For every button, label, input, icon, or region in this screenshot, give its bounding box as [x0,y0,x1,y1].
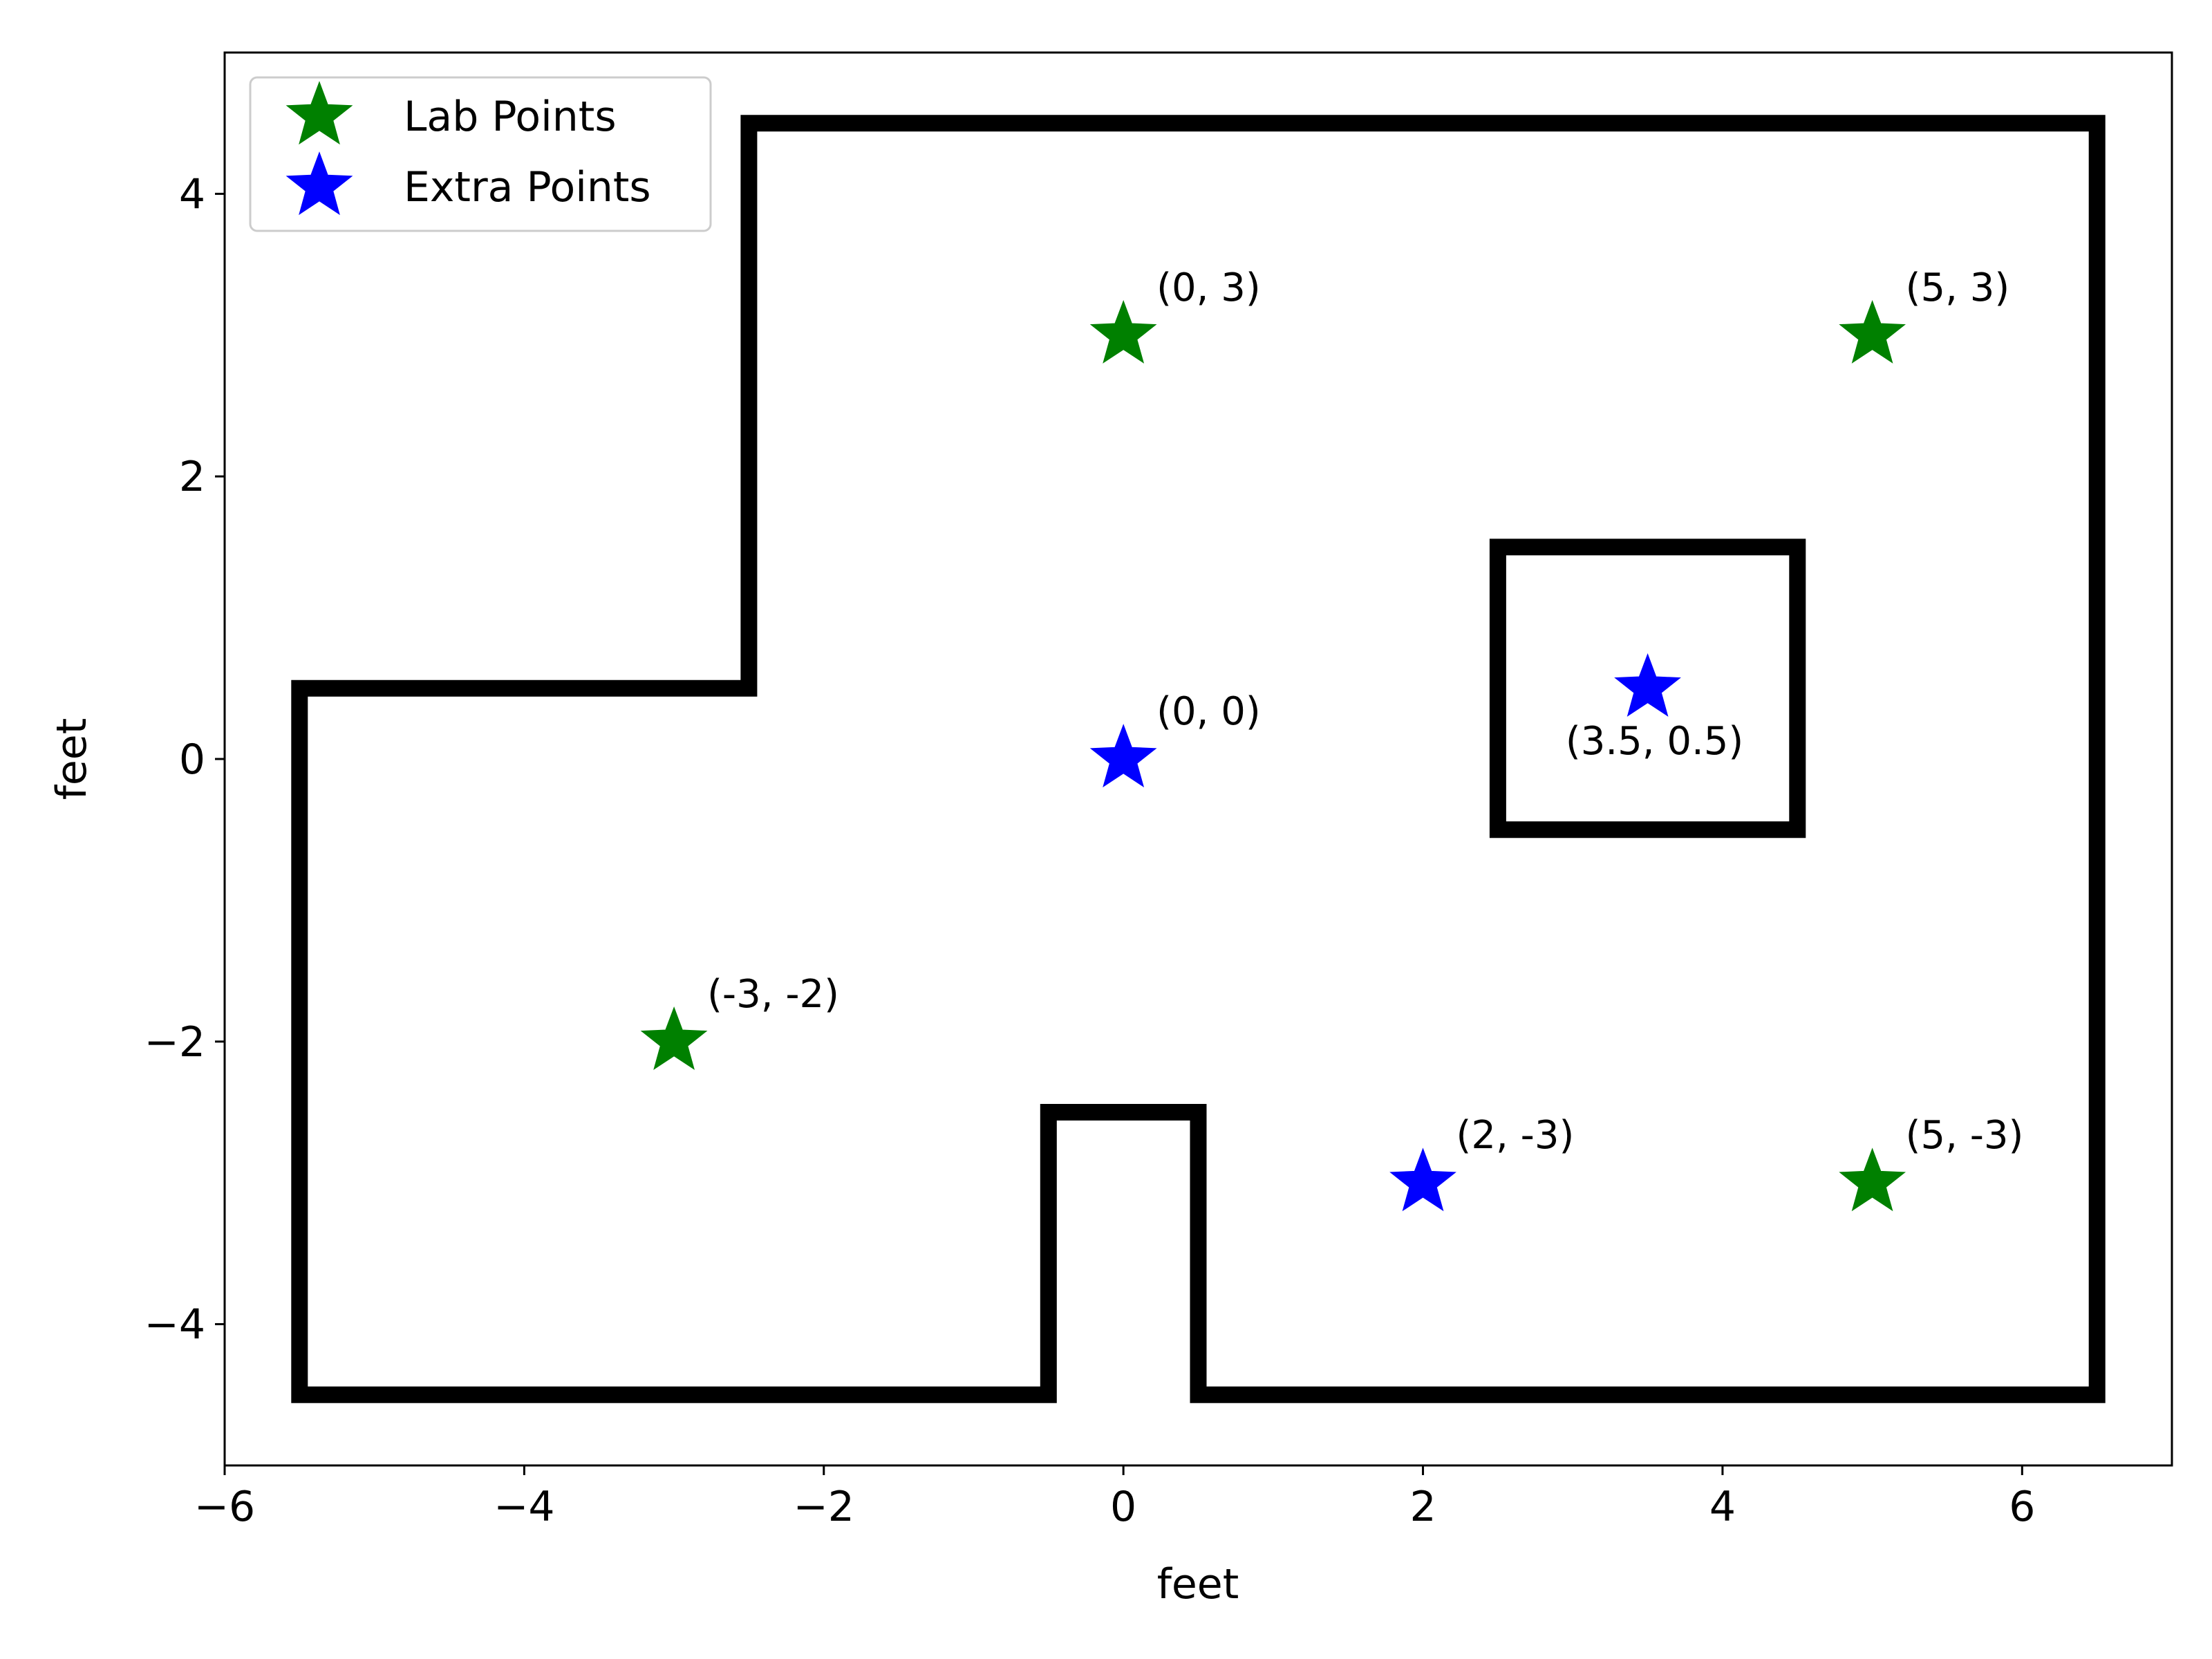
data-point-star [640,1006,708,1070]
data-point-star [1614,653,1681,717]
x-tick-label: −6 [194,1483,255,1531]
point-label: (5, -3) [1906,1113,2024,1158]
y-axis: −4 −2 0 2 4 [144,170,225,1349]
x-axis: −6 −4 −2 0 2 4 6 [194,1465,2035,1531]
x-tick-label: −4 [494,1483,554,1531]
point-label: (5, 3) [1906,265,2010,310]
x-tick-label: −2 [794,1483,854,1531]
y-axis-label: feet [48,718,96,800]
legend-marker [285,151,353,216]
x-tick-label: 0 [1110,1483,1136,1531]
data-point-star [1839,299,1906,364]
walls-layer [291,115,2106,1403]
wall-inner [1489,538,1806,838]
legend-label: Lab Points [404,93,617,141]
x-tick-label: 2 [1409,1483,1436,1531]
wall-outer [291,115,2106,1403]
y-tick-label: −2 [144,1018,205,1067]
point-label: (2, -3) [1456,1113,1575,1158]
x-tick-label: 6 [2009,1483,2035,1531]
legend-box [249,76,712,232]
point-label: (0, 3) [1156,265,1261,310]
y-tick-label: 2 [179,453,205,501]
legend-label: Extra Points [404,163,651,212]
point-label: (3.5, 0.5) [1566,719,1743,764]
data-point-star [1089,724,1157,788]
points-layer: (0, 3) (5, 3) (-3, -2) (5, -3) (0, 0) (3.5, 0… [640,265,2024,1212]
y-tick-label: −4 [144,1301,205,1349]
x-tick-label: 4 [1709,1483,1736,1531]
y-tick-label: 0 [179,735,205,784]
y-tick-label: 4 [179,170,205,218]
point-label: (0, 0) [1156,689,1261,734]
data-point-star [1389,1147,1456,1212]
point-label: (-3, -2) [707,972,839,1017]
data-point-star [1839,1147,1906,1212]
legend-marker [285,81,353,145]
data-point-star [1089,299,1157,364]
x-axis-label: feet [1157,1560,1239,1609]
